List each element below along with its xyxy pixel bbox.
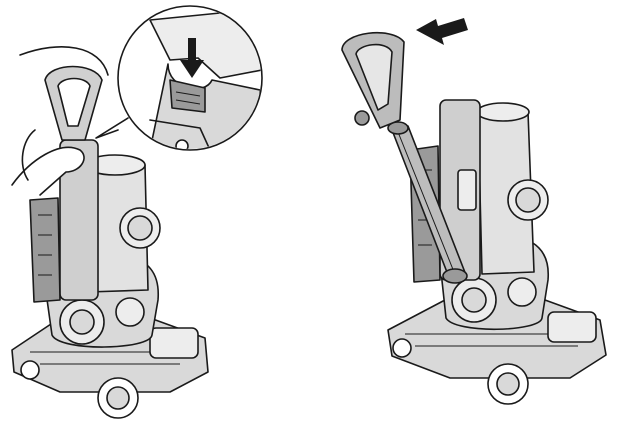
- dust-bin-right: [476, 102, 549, 275]
- zoom-callout: [95, 5, 263, 151]
- panel-release-handle: [11, 5, 263, 419]
- down-arrow-icon: [180, 38, 204, 78]
- floor-nozzle-right: [387, 299, 607, 405]
- left-arrow-icon: [416, 18, 468, 45]
- hand-outline: [11, 46, 109, 196]
- wand-handle: [341, 31, 405, 129]
- panel-pull-out-wand: [341, 18, 607, 405]
- backbone-left: [29, 139, 99, 303]
- handle-left: [44, 65, 103, 141]
- wand-tube: [387, 121, 468, 284]
- dust-bin-left: [84, 154, 161, 293]
